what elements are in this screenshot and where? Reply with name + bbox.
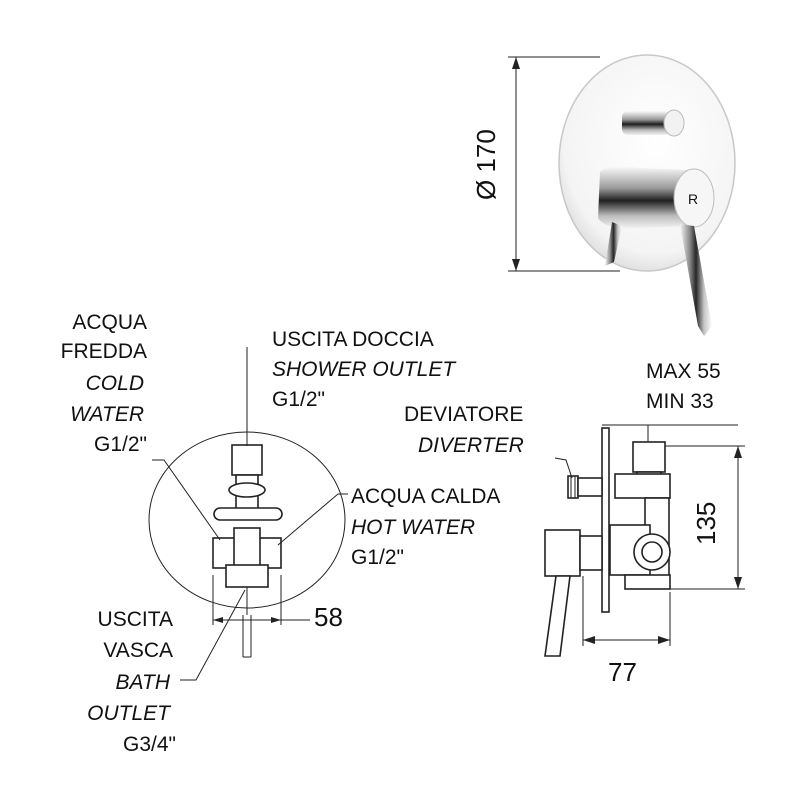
svg-text:ACQUA: ACQUA — [72, 311, 147, 334]
svg-text:COLD: COLD — [86, 372, 144, 395]
hot-water-label: ACQUA CALDA HOT WATER G1/2" — [351, 485, 500, 569]
height-dimension: 135 — [665, 445, 745, 590]
diverter-knob — [622, 109, 685, 137]
svg-text:FREDDA: FREDDA — [61, 340, 147, 363]
svg-text:OUTLET: OUTLET — [87, 702, 172, 725]
width-dimension: 58 — [212, 575, 343, 632]
max-depth-label: MAX 55 — [646, 360, 721, 383]
width-label: 58 — [314, 602, 343, 632]
handle-side — [544, 529, 603, 657]
side-plate — [601, 427, 610, 613]
brand-logo: R — [688, 191, 698, 207]
svg-text:G3/4": G3/4" — [123, 733, 176, 756]
svg-text:WATER: WATER — [70, 403, 144, 426]
bath-outlet-label: USCITA VASCA BATH OUTLET G3/4" — [87, 608, 176, 756]
svg-text:SHOWER OUTLET: SHOWER OUTLET — [272, 358, 457, 381]
diameter-dimension: Ø 170 — [471, 56, 620, 272]
diverter-side — [554, 457, 603, 499]
side-view: 135 77 MAX 55 MIN 33 DEVIATORE DIVERTER — [404, 360, 745, 687]
svg-text:BATH: BATH — [116, 671, 171, 694]
diverter-label: DEVIATORE DIVERTER — [404, 403, 524, 457]
product-render: R Ø 170 — [471, 54, 736, 336]
svg-text:USCITA DOCCIA: USCITA DOCCIA — [272, 328, 434, 351]
valve-body-front — [212, 444, 283, 658]
svg-text:DIVERTER: DIVERTER — [418, 434, 524, 457]
svg-text:VASCA: VASCA — [103, 639, 173, 662]
svg-text:G1/2": G1/2" — [351, 546, 404, 569]
svg-text:G1/2": G1/2" — [272, 388, 325, 411]
mixer-handle: R — [598, 166, 715, 336]
front-view: 58 ACQUA FREDDA COLD WATER G1/2" USCITA … — [61, 311, 501, 756]
svg-text:HOT WATER: HOT WATER — [351, 516, 475, 539]
shower-outlet-label: USCITA DOCCIA SHOWER OUTLET G1/2" — [272, 328, 457, 411]
svg-text:DEVIATORE: DEVIATORE — [404, 403, 523, 426]
min-depth-label: MIN 33 — [646, 390, 714, 413]
cold-water-label: ACQUA FREDDA COLD WATER G1/2" — [61, 311, 147, 456]
depth-label: 77 — [608, 657, 637, 687]
svg-text:G1/2": G1/2" — [94, 433, 147, 456]
height-label: 135 — [691, 502, 721, 545]
svg-text:ACQUA CALDA: ACQUA CALDA — [351, 485, 500, 508]
svg-text:USCITA: USCITA — [98, 608, 173, 631]
depth-dimension: 77 — [582, 576, 671, 687]
diameter-label: Ø 170 — [471, 129, 501, 200]
cover-plate — [558, 54, 736, 272]
